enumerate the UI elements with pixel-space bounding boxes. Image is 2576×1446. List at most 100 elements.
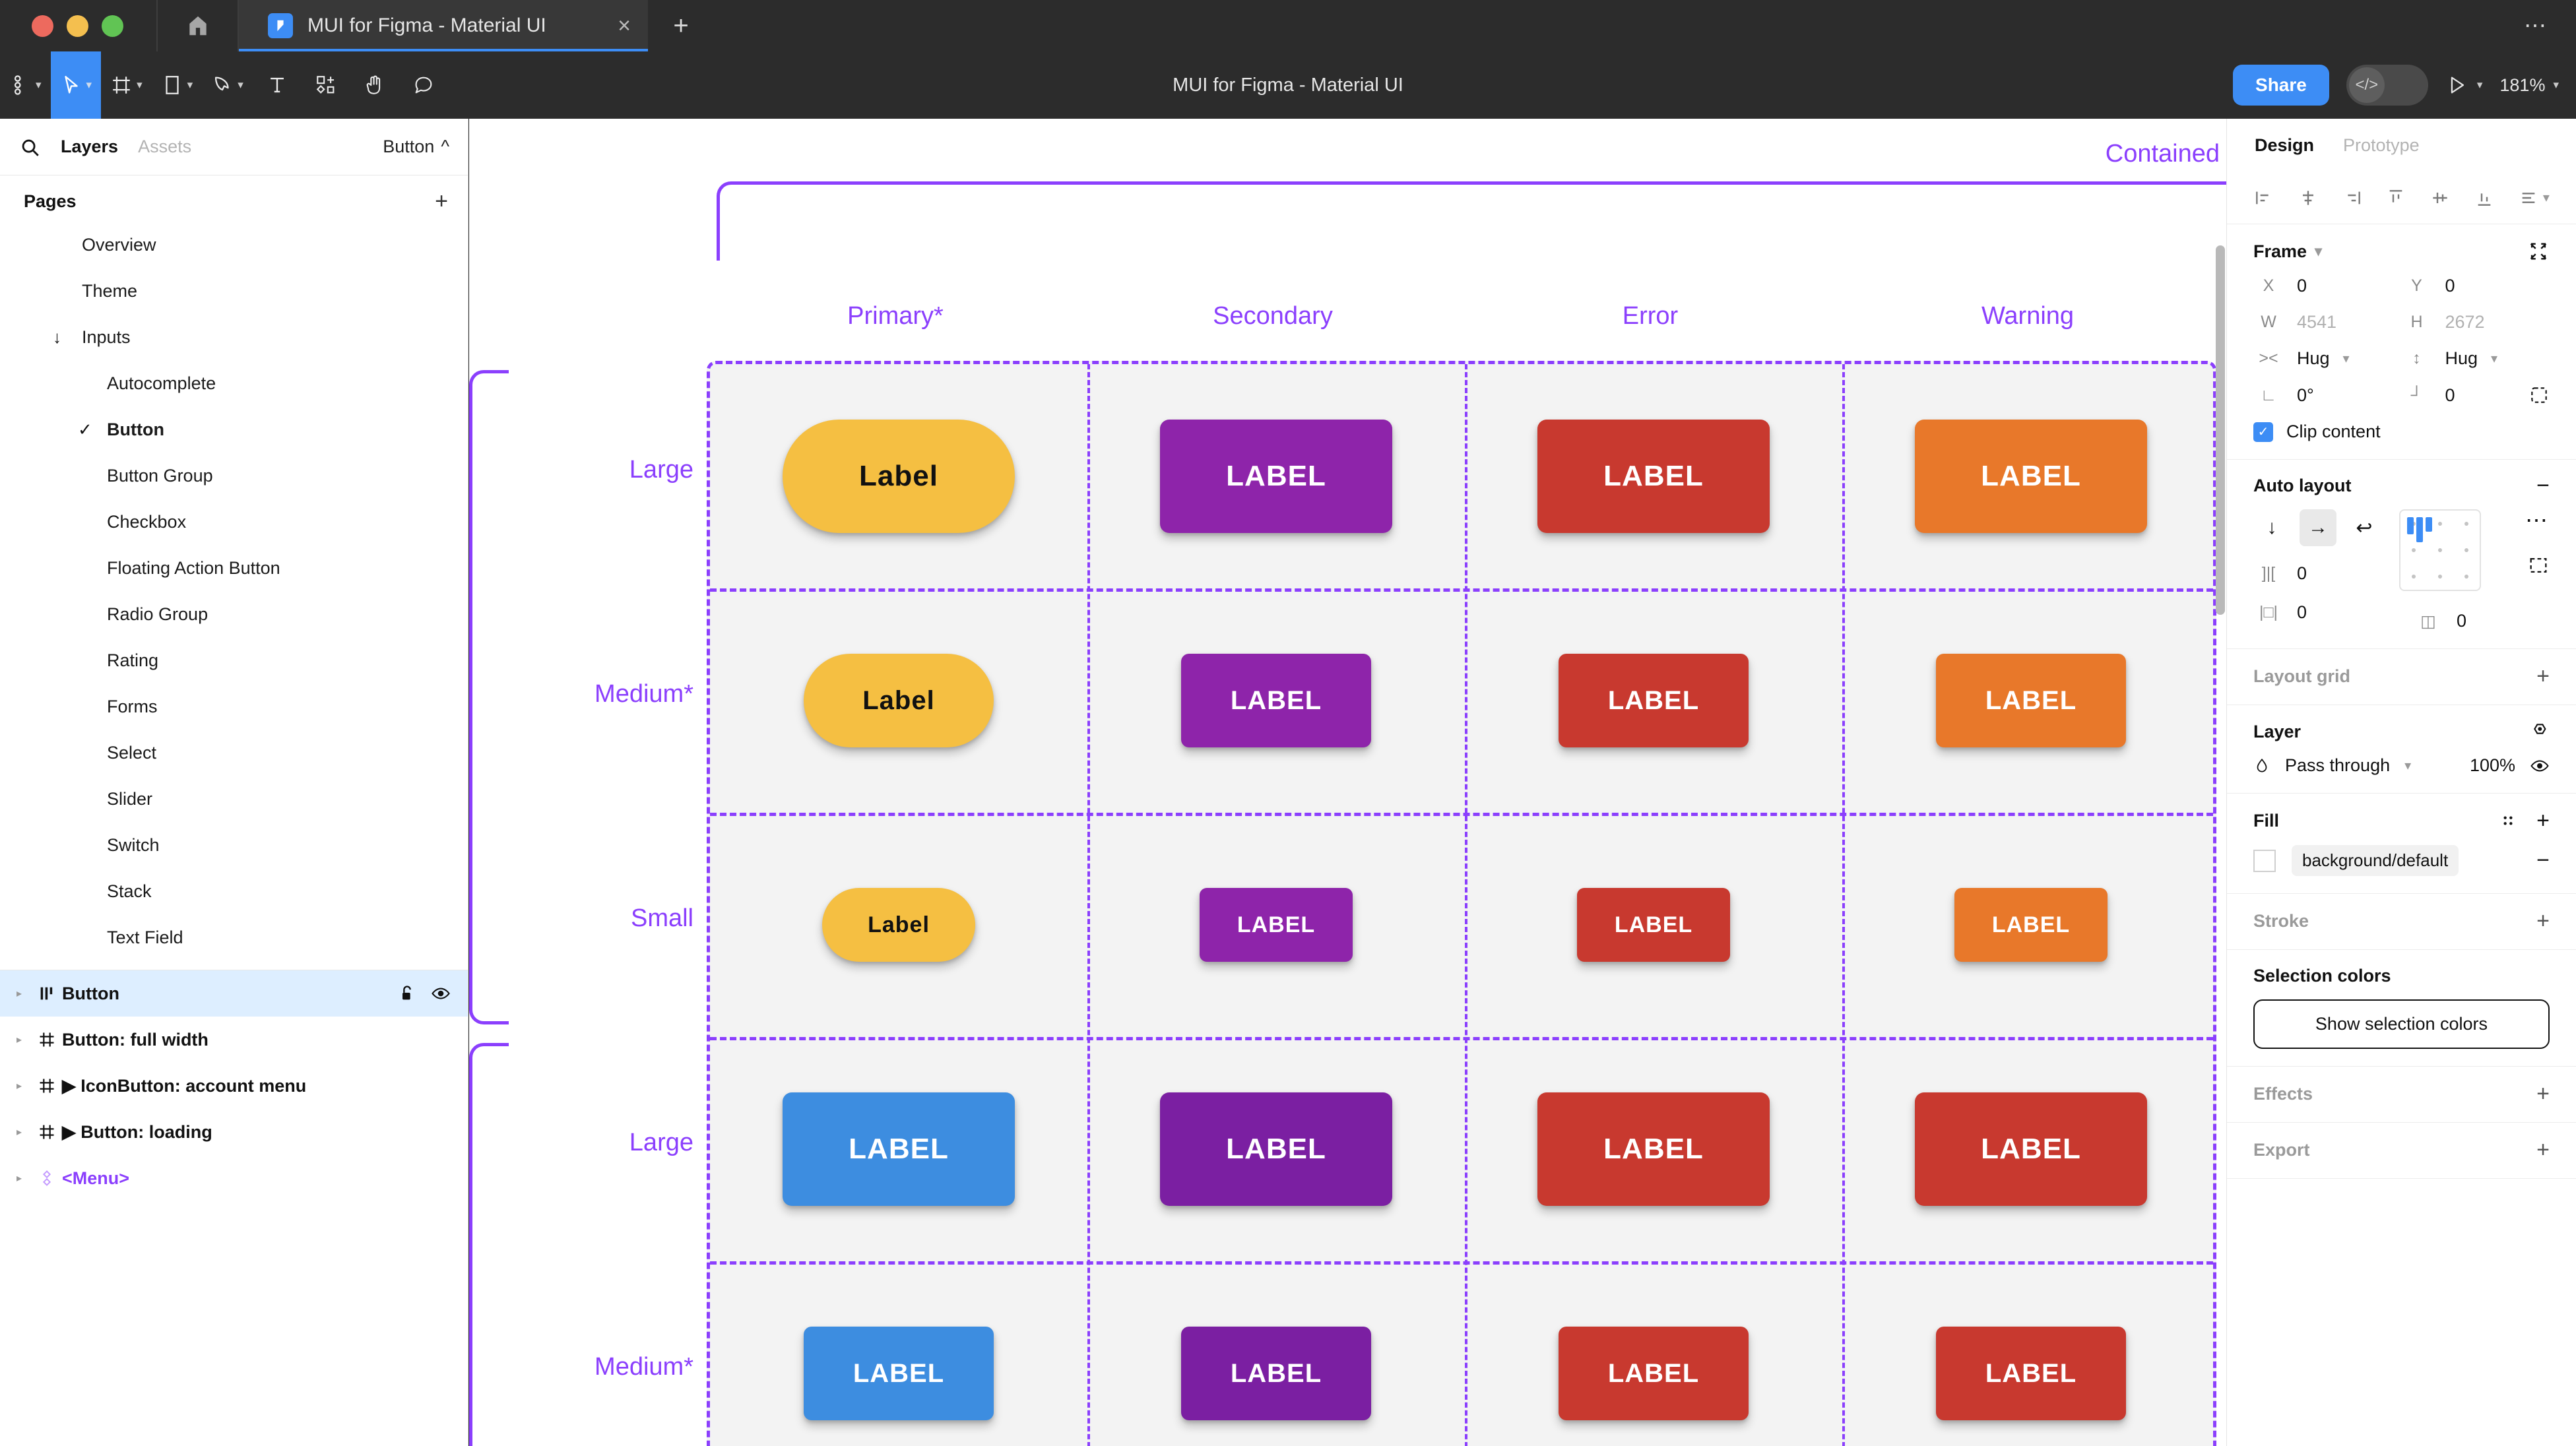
dev-mode-toggle[interactable]: </> xyxy=(2346,65,2428,106)
independent-corners-icon[interactable] xyxy=(2528,385,2550,406)
gap-field[interactable]: ]|[ 0 xyxy=(2253,563,2383,584)
opacity-value[interactable]: 100% xyxy=(2469,755,2515,775)
button-specimen[interactable]: LABEL xyxy=(1200,888,1353,962)
corner-radius-field[interactable]: ┘ 0 xyxy=(2402,385,2550,406)
zoom-level-control[interactable]: 181% ▾ xyxy=(2499,75,2559,96)
direction-wrap-button[interactable]: ↩ xyxy=(2356,517,2373,539)
browser-tab[interactable]: MUI for Figma - Material UI × xyxy=(239,0,648,51)
advanced-layout-icon[interactable] xyxy=(2527,554,2550,577)
page-item-floating-action-button[interactable]: Floating Action Button xyxy=(0,545,468,591)
align-vertical-center-icon[interactable] xyxy=(2430,187,2451,208)
styles-icon[interactable] xyxy=(2499,812,2517,829)
page-item-select[interactable]: Select xyxy=(0,730,468,776)
direction-vertical-button[interactable]: ↓ xyxy=(2267,517,2277,538)
button-specimen[interactable]: LABEL xyxy=(1915,420,2147,533)
page-item-stack[interactable]: Stack xyxy=(0,868,468,914)
height-mode-field[interactable]: ↕ Hug ▾ xyxy=(2402,348,2550,369)
close-icon[interactable]: × xyxy=(618,13,631,38)
expand-arrow-icon[interactable]: ▸ xyxy=(16,1034,22,1046)
distribute-dropdown[interactable]: ▾ xyxy=(2518,187,2550,208)
button-specimen[interactable]: LABEL xyxy=(804,1327,994,1420)
page-item-theme[interactable]: Theme xyxy=(0,268,468,314)
search-icon[interactable] xyxy=(18,136,41,158)
layer-row[interactable]: ▸<Menu> xyxy=(0,1155,468,1201)
expand-arrow-icon[interactable]: ▸ xyxy=(16,1127,22,1138)
align-bottom-icon[interactable] xyxy=(2474,187,2495,208)
button-specimen[interactable]: Label xyxy=(822,888,975,962)
tab-assets[interactable]: Assets xyxy=(138,137,192,156)
layer-row[interactable]: ▸▶ IconButton: account menu xyxy=(0,1063,468,1109)
button-specimen[interactable]: LABEL xyxy=(1559,654,1749,747)
button-specimen[interactable]: LABEL xyxy=(1537,420,1770,533)
fill-color-swatch[interactable] xyxy=(2253,849,2276,872)
button-specimen[interactable]: LABEL xyxy=(1537,1092,1770,1206)
rotation-field[interactable]: ∟ 0° xyxy=(2253,385,2402,406)
unlock-icon[interactable] xyxy=(398,984,416,1003)
page-item-text-field[interactable]: Text Field xyxy=(0,914,468,960)
width-field[interactable]: W 4541 xyxy=(2253,312,2402,332)
window-more-icon[interactable]: ⋯ xyxy=(2524,13,2548,38)
frame-section-title[interactable]: Frame ▾ xyxy=(2253,241,2322,262)
button-specimen[interactable]: LABEL xyxy=(1181,654,1371,747)
eye-icon[interactable] xyxy=(2530,756,2550,776)
button-specimen[interactable]: LABEL xyxy=(783,1092,1015,1206)
expand-arrow-icon[interactable]: ▸ xyxy=(16,1173,22,1184)
expand-arrow-icon[interactable]: ▸ xyxy=(16,1081,22,1092)
align-left-icon[interactable] xyxy=(2253,187,2274,208)
button-specimen[interactable]: LABEL xyxy=(1181,1327,1371,1420)
plus-icon[interactable]: + xyxy=(2536,808,2550,833)
pen-tool-button[interactable]: ▾ xyxy=(202,51,253,119)
canvas-scrollbar[interactable] xyxy=(2216,245,2225,615)
plus-icon[interactable]: + xyxy=(2536,664,2550,689)
page-item-autocomplete[interactable]: Autocomplete xyxy=(0,360,468,406)
page-item-switch[interactable]: Switch xyxy=(0,822,468,868)
clip-content-row[interactable]: ✓ Clip content xyxy=(2253,422,2550,442)
resources-tool-button[interactable] xyxy=(302,51,350,119)
page-item-slider[interactable]: Slider xyxy=(0,776,468,822)
direction-horizontal-button[interactable]: → xyxy=(2300,509,2336,546)
present-button[interactable]: ▾ xyxy=(2445,74,2482,96)
page-item-button[interactable]: ✓Button xyxy=(0,406,468,453)
comment-tool-button[interactable] xyxy=(399,51,448,119)
frame-name-label[interactable]: Contained xyxy=(2105,140,2220,168)
x-field[interactable]: X 0 xyxy=(2253,276,2402,296)
button-specimen[interactable]: LABEL xyxy=(1936,1327,2126,1420)
collapse-icon[interactable] xyxy=(2527,240,2550,263)
layer-row[interactable]: ▸Button: full width xyxy=(0,1017,468,1063)
maximize-window-button[interactable] xyxy=(102,15,123,37)
button-specimen[interactable]: LABEL xyxy=(1954,888,2108,962)
button-specimen[interactable]: LABEL xyxy=(1559,1327,1749,1420)
page-item-inputs[interactable]: ↓Inputs xyxy=(0,314,468,360)
layer-row[interactable]: ▸▶ Button: loading xyxy=(0,1109,468,1155)
minimize-window-button[interactable] xyxy=(67,15,88,37)
page-item-overview[interactable]: Overview xyxy=(0,222,468,268)
page-item-checkbox[interactable]: Checkbox xyxy=(0,499,468,545)
button-specimen[interactable]: LABEL xyxy=(1577,888,1730,962)
minus-icon[interactable]: − xyxy=(2536,473,2550,499)
text-tool-button[interactable] xyxy=(253,51,302,119)
expand-arrow-icon[interactable]: ▸ xyxy=(16,988,22,999)
close-window-button[interactable] xyxy=(32,15,53,37)
fill-item[interactable]: background/default − xyxy=(2253,845,2550,876)
plus-icon[interactable]: + xyxy=(435,189,448,214)
minus-icon[interactable]: − xyxy=(2536,848,2550,873)
auto-layout-alignment-pad[interactable] xyxy=(2399,509,2481,591)
page-dropdown[interactable]: Button ^ xyxy=(383,137,449,157)
vertical-padding-field[interactable]: ◫ 0 xyxy=(2413,611,2466,631)
main-menu-button[interactable]: ▾ xyxy=(0,51,51,119)
page-item-button-group[interactable]: Button Group xyxy=(0,453,468,499)
tab-prototype[interactable]: Prototype xyxy=(2343,135,2420,155)
page-item-forms[interactable]: Forms xyxy=(0,683,468,730)
share-button[interactable]: Share xyxy=(2233,65,2329,106)
plus-icon[interactable]: + xyxy=(2536,1137,2550,1162)
height-field[interactable]: H 2672 xyxy=(2402,312,2550,332)
blend-mode-value[interactable]: Pass through xyxy=(2285,755,2391,775)
tab-layers[interactable]: Layers xyxy=(61,137,119,156)
button-specimen[interactable]: Label xyxy=(804,654,994,747)
shape-tool-button[interactable]: ▾ xyxy=(152,51,203,119)
tab-design[interactable]: Design xyxy=(2255,135,2315,155)
align-horizontal-center-icon[interactable] xyxy=(2298,187,2319,208)
frame-tool-button[interactable]: ▾ xyxy=(101,51,152,119)
button-specimen[interactable]: LABEL xyxy=(1936,654,2126,747)
